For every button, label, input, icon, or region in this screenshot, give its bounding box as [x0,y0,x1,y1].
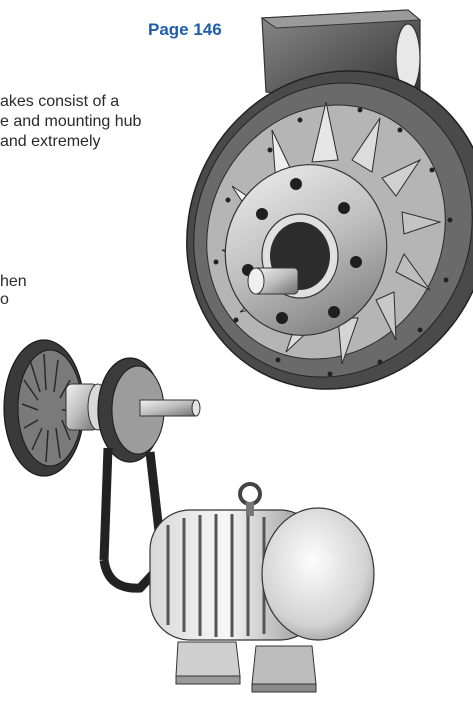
text-fragment-line: hen [0,273,27,290]
motor-belt-drive-illustration [3,339,375,693]
page-number-label: Page 146 [148,20,222,39]
paragraph-line: akes consist of a [0,93,120,110]
text-fragment-line: o [0,291,9,308]
paragraph-line: e and mounting hub [0,113,142,130]
brake-unit-illustration [186,9,473,390]
paragraph-line: and extremely [0,133,101,150]
body-paragraph: akes consist of a e and mounting hub and… [0,92,141,152]
